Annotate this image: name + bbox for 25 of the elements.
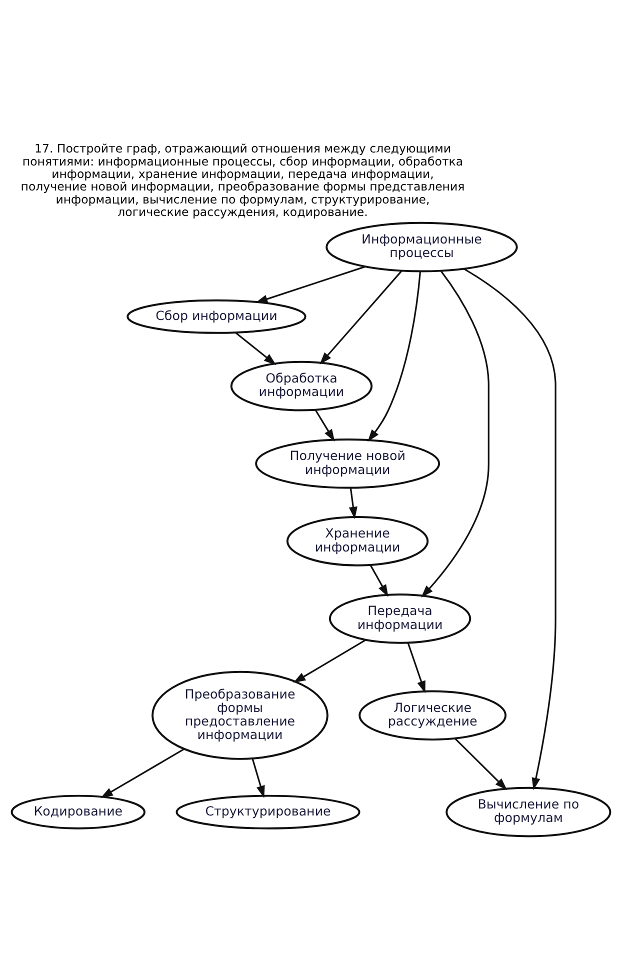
arrow	[454, 737, 508, 790]
node-ellipse: Хранение информации	[286, 515, 429, 566]
arrow	[407, 642, 426, 693]
arrow	[370, 564, 388, 596]
arrow	[234, 331, 276, 365]
node-ellipse: Обработка информации	[230, 360, 373, 411]
node-ellipse: Логические рассуждение	[358, 690, 507, 740]
arrow	[100, 748, 185, 798]
arrow	[368, 271, 422, 442]
node-ellipse: Кодирование	[10, 794, 146, 829]
arrow	[293, 638, 366, 682]
node-ellipse: Структурирование	[176, 794, 360, 829]
arrow	[348, 487, 358, 519]
arrow	[464, 268, 556, 790]
arrow	[320, 270, 402, 364]
diagram-title: 17. Постройте граф, отражающий отношения между следующими понятиями: информационные процессы, сбор информации, обработка информации, хранение информации, передача информации, получение новой информации, преобразование формы представления информации, вычисление по формулам, структурирование, логические рассуждения, кодирование.	[20, 141, 465, 218]
arrow	[421, 270, 490, 597]
arrow	[255, 265, 366, 303]
arrow	[314, 409, 335, 442]
node-ellipse: Информационные процессы	[326, 221, 518, 272]
arrow	[252, 758, 265, 798]
node-ellipse: Получение новой информации	[255, 438, 440, 488]
node-ellipse: Передача информации	[328, 593, 472, 644]
node-ellipse: Сбор информации	[126, 298, 306, 334]
node-ellipse: Вычисление по формулам	[446, 786, 612, 837]
